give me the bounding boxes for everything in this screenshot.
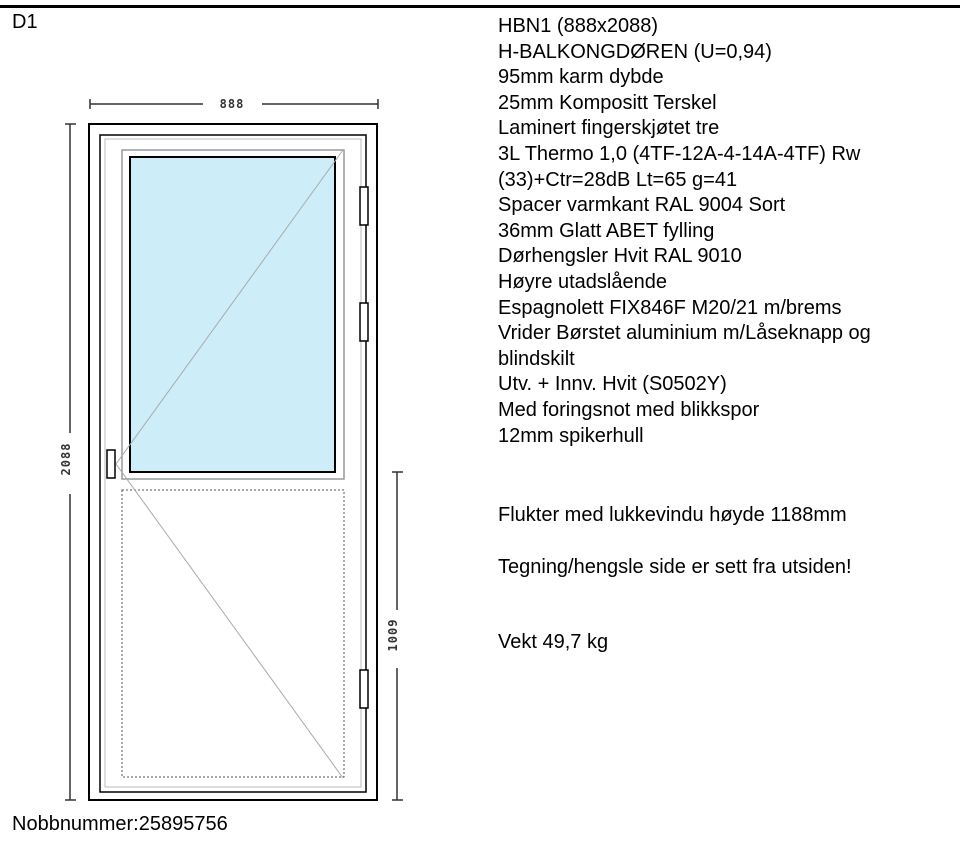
spec-line: Med foringsnot med blikkspor: [498, 398, 760, 421]
spec-line: 36mm Glatt ABET fylling: [498, 219, 715, 242]
spec-line: H-BALKONGDØREN (U=0,94): [498, 40, 772, 63]
spec-line: Laminert fingerskjøtet tre: [498, 117, 720, 140]
weight-note: Vekt 49,7 kg: [498, 631, 609, 653]
spec-line: Espagnolett FIX846F M20/21 m/brems: [498, 296, 842, 319]
hinge-bottom-icon: [359, 669, 369, 709]
opening-line-upper: [115, 149, 344, 465]
spec-list: HBN1 (888x2088) H-BALKONGDØREN (U=0,94) …: [498, 14, 948, 449]
drawing-id: D1: [12, 11, 38, 33]
spec-line: Dørhengsler Hvit RAL 9010: [498, 245, 742, 268]
spec-line: 25mm Kompositt Terskel: [498, 91, 717, 114]
lower-panel: [121, 489, 345, 778]
height-dimension: 2088: [59, 123, 76, 801]
spec-line: Høyre utadslående: [498, 270, 667, 293]
top-rule: [0, 5, 960, 8]
flush-note: Flukter med lukkevindu høyde 1188mm: [498, 504, 847, 526]
hinge-top-icon: [359, 186, 369, 226]
glass-bead: [121, 149, 345, 480]
spec-line: Spacer varmkant RAL 9004 Sort: [498, 194, 786, 217]
hinge-side-note: Tegning/hengsle side er sett fra utsiden…: [498, 556, 852, 578]
door-drawing: 888 2088 1009: [59, 97, 403, 801]
lower-dimension: 1009: [386, 471, 403, 801]
opening-line-lower: [115, 463, 344, 779]
spec-line: HBN1 (888x2088): [498, 15, 659, 37]
handle-icon: [106, 449, 116, 479]
spec-line: 12mm spikerhull: [498, 424, 644, 447]
glass-pane: [129, 156, 336, 473]
width-dimension: 888: [89, 97, 379, 111]
sash-inner-line: [104, 138, 362, 788]
spec-line: 95mm karm dybde: [498, 66, 664, 89]
spec-line: Vrider Børstet aluminium m/Låseknapp og …: [498, 322, 871, 370]
hinge-middle-icon: [359, 302, 369, 342]
spec-line: 3L Thermo 1,0 (4TF-12A-4-14A-4TF) Rw: [498, 142, 861, 165]
spec-line: (33)+Ctr=28dB Lt=65 g=41: [498, 168, 738, 191]
lower-height-label: 1009: [386, 619, 400, 652]
height-label: 2088: [59, 443, 73, 476]
width-label: 888: [220, 97, 245, 111]
spec-line: Utv. + Innv. Hvit (S0502Y): [498, 373, 727, 396]
nobb-number: Nobbnummer:25895756: [12, 813, 228, 835]
